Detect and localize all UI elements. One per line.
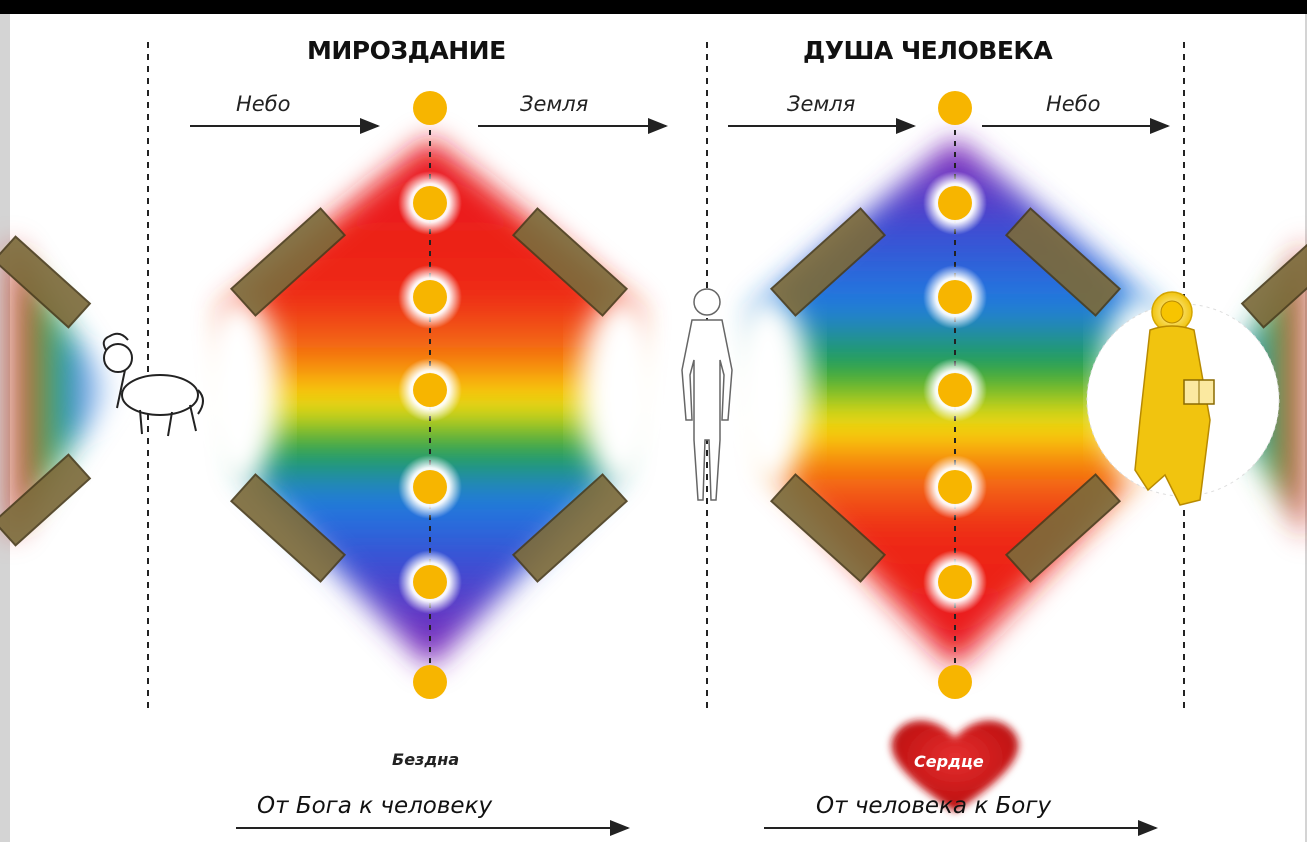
node (938, 373, 972, 407)
node (938, 280, 972, 314)
lamb-icon (104, 334, 203, 436)
heart-label: Сердце (914, 752, 984, 771)
soul-heaven-label: Небо (1046, 92, 1101, 116)
node (938, 665, 972, 699)
node (413, 373, 447, 407)
soul-earth-label: Земля (787, 92, 855, 116)
node (413, 91, 447, 125)
footer-from-god-label: От Бога к человеку (257, 793, 492, 819)
universe-title: МИРОЗДАНИЕ (307, 36, 506, 72)
universe-heaven-label: Небо (236, 92, 291, 116)
node (938, 91, 972, 125)
footer-from-man-label: От человека к Богу (816, 793, 1051, 819)
node (413, 665, 447, 699)
node (938, 186, 972, 220)
node (413, 280, 447, 314)
node (413, 186, 447, 220)
node (938, 565, 972, 599)
abyss-label: Бездна (392, 750, 459, 769)
human-silhouette-icon (682, 289, 732, 500)
universe-earth-label: Земля (520, 92, 588, 116)
soul-title: ДУША ЧЕЛОВЕКА (803, 36, 1052, 72)
node (413, 565, 447, 599)
node (938, 470, 972, 504)
node (413, 470, 447, 504)
